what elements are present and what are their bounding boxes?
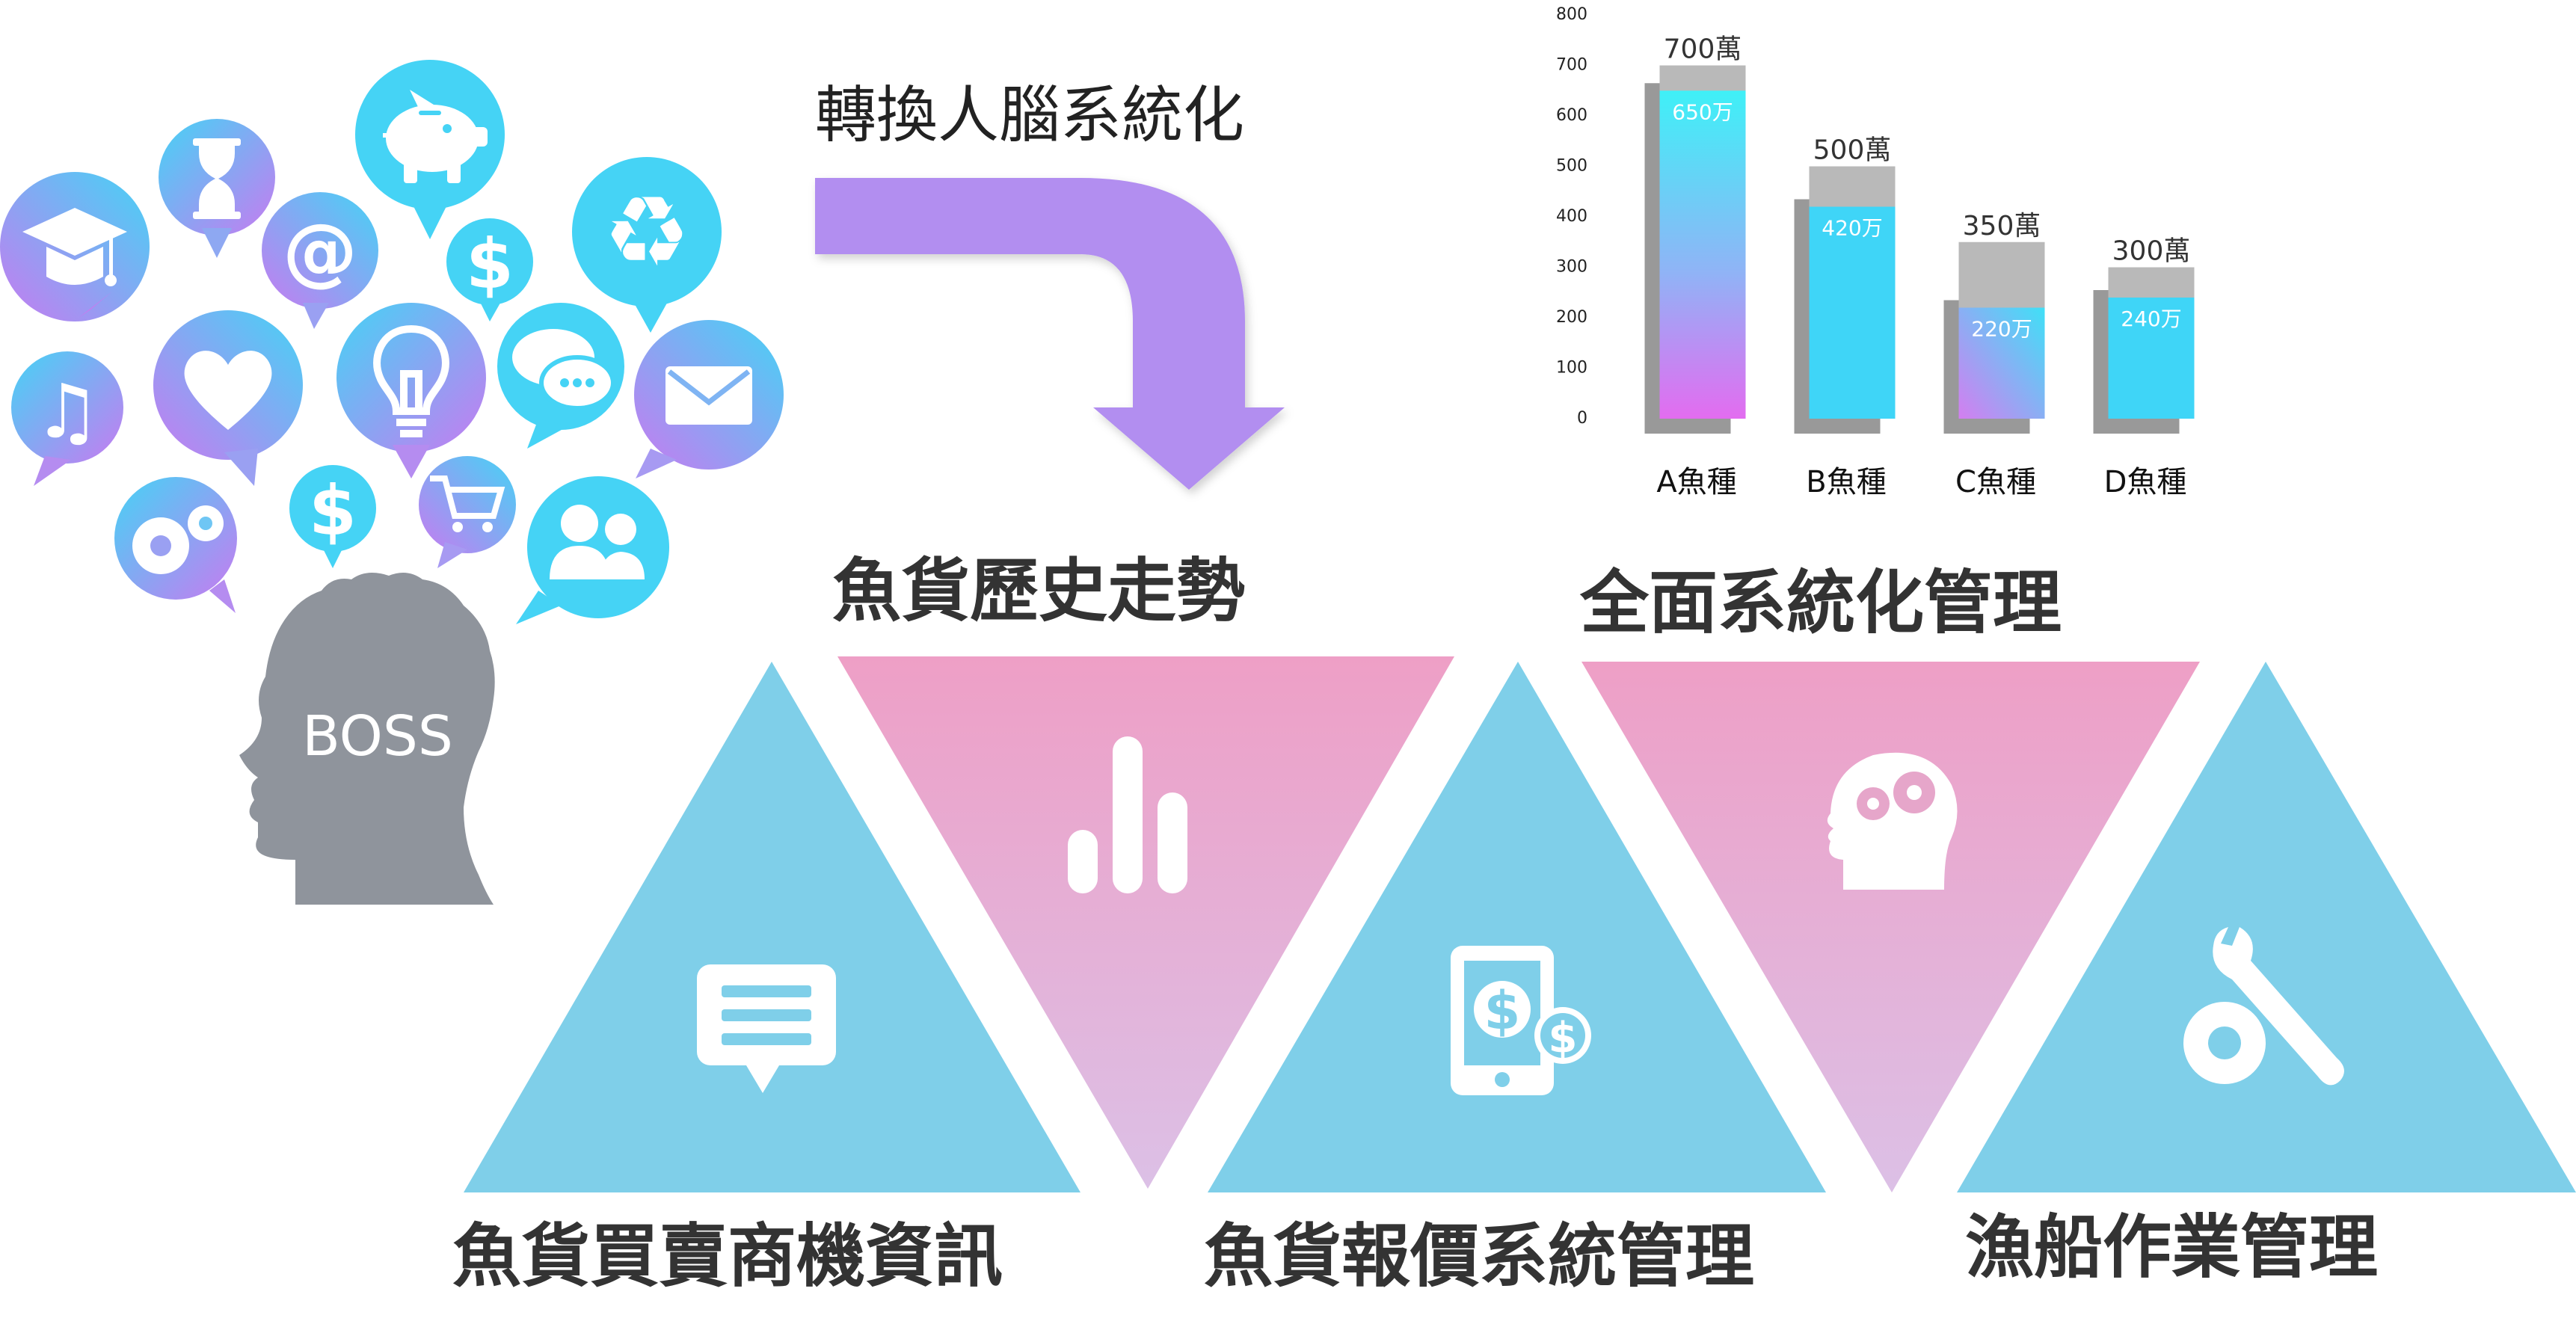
- lightbulb-icon: [373, 324, 449, 437]
- y-tick-label: 500: [1556, 157, 1587, 176]
- title-history: 魚貨歷史走勢: [832, 551, 1245, 631]
- svg-text:$: $: [1484, 980, 1521, 1041]
- music-note-bubble: ♫: [11, 351, 123, 486]
- hourglass-icon: [193, 138, 241, 219]
- wrench-gear-icon: [2183, 927, 2344, 1086]
- triangle-boat-ops: [1957, 662, 2576, 1192]
- bar-chart-icon: [1068, 736, 1187, 893]
- y-tick-label: 300: [1556, 258, 1587, 277]
- boss-head-silhouette: BOSS: [239, 573, 495, 905]
- users-icon: [550, 505, 645, 579]
- users-bubble: [516, 476, 669, 624]
- recycle-icon: ♻: [603, 175, 691, 289]
- flow-arrow: 轉換人腦系統化: [815, 80, 1285, 490]
- svg-text:$: $: [1549, 1014, 1578, 1062]
- bar-value-label: 650万: [1672, 99, 1733, 124]
- mail-bubble: [634, 320, 784, 478]
- music-note-icon: ♫: [34, 368, 101, 455]
- dollar-bubble: $: [446, 218, 533, 321]
- title-management: 全面系統化管理: [1579, 563, 2062, 643]
- piggy-bank-bubble: [355, 60, 505, 239]
- boss-label: BOSS: [302, 704, 453, 769]
- shopping-cart-icon: [430, 475, 505, 532]
- bar-value-label: 220万: [1971, 317, 2032, 342]
- triangle-history: [837, 656, 1454, 1189]
- y-tick-label: 200: [1556, 308, 1587, 327]
- fish-price-bar-chart: 0 100 200 300 400 500 600 700 800 700萬 650万 A魚種 500萬…: [1556, 5, 2195, 499]
- title-boat-ops: 漁船作業管理: [1965, 1207, 2378, 1287]
- at-sign-bubble: @: [262, 192, 378, 329]
- bar-value: [2108, 298, 2195, 419]
- dollar-icon: $: [466, 224, 514, 304]
- y-tick-label: 600: [1556, 106, 1587, 125]
- chat-icon: [512, 329, 615, 410]
- category-label: C魚種: [1955, 465, 2036, 499]
- category-label: D魚種: [2104, 465, 2187, 499]
- dollar-icon: $: [309, 471, 357, 551]
- bar-value-label: 420万: [1822, 216, 1882, 241]
- title-quote-system: 魚貨報價系統管理: [1204, 1216, 1754, 1296]
- bar-value: [1958, 307, 2045, 419]
- y-tick-label: 100: [1556, 359, 1587, 378]
- bar-total-label: 700萬: [1664, 34, 1742, 65]
- heart-bubble: [153, 310, 303, 486]
- shopping-cart-bubble: [419, 456, 516, 568]
- bar-value-label: 240万: [2121, 307, 2181, 331]
- y-tick-label: 800: [1556, 5, 1587, 24]
- triangle-management: [1581, 662, 2200, 1192]
- lightbulb-bubble: [336, 303, 486, 478]
- at-sign-icon: @: [283, 207, 357, 295]
- message-icon: [697, 964, 836, 1093]
- heart-icon: [184, 351, 272, 430]
- chat-bubble: [497, 303, 624, 449]
- y-tick-label: 400: [1556, 207, 1587, 226]
- bar-total-label: 350萬: [1963, 211, 2041, 241]
- dollar-bubble-2: $: [289, 465, 376, 568]
- idea-bubble-cloud: @ $ ♻ ♫: [0, 60, 784, 624]
- bar-total-label: 300萬: [2112, 236, 2191, 267]
- graduation-cap-icon: [22, 208, 127, 286]
- flow-caption: 轉換人腦系統化: [815, 80, 1244, 151]
- recycle-bubble: ♻: [572, 157, 722, 333]
- title-trade-info: 魚貨買賣商機資訊: [452, 1216, 1003, 1296]
- gears-bubble: [114, 477, 237, 613]
- triangle-quote-system: [1208, 662, 1826, 1192]
- mobile-payment-icon: $ $: [1451, 946, 1591, 1095]
- category-label: A魚種: [1656, 465, 1736, 499]
- bar-total-label: 500萬: [1813, 135, 1892, 166]
- bar-value: [1659, 90, 1746, 419]
- piggy-bank-icon: [383, 90, 488, 183]
- hourglass-bubble: [159, 119, 275, 258]
- mind-gears-icon: [1827, 752, 1958, 890]
- graduation-cap-bubble: [0, 172, 150, 321]
- y-tick-label: 0: [1577, 409, 1587, 428]
- triangle-trade-info: [464, 662, 1080, 1192]
- y-tick-label: 700: [1556, 56, 1587, 75]
- category-label: B魚種: [1806, 465, 1886, 499]
- bar-value: [1809, 206, 1896, 419]
- mail-icon: [665, 366, 752, 425]
- triangle-row: [464, 656, 2576, 1192]
